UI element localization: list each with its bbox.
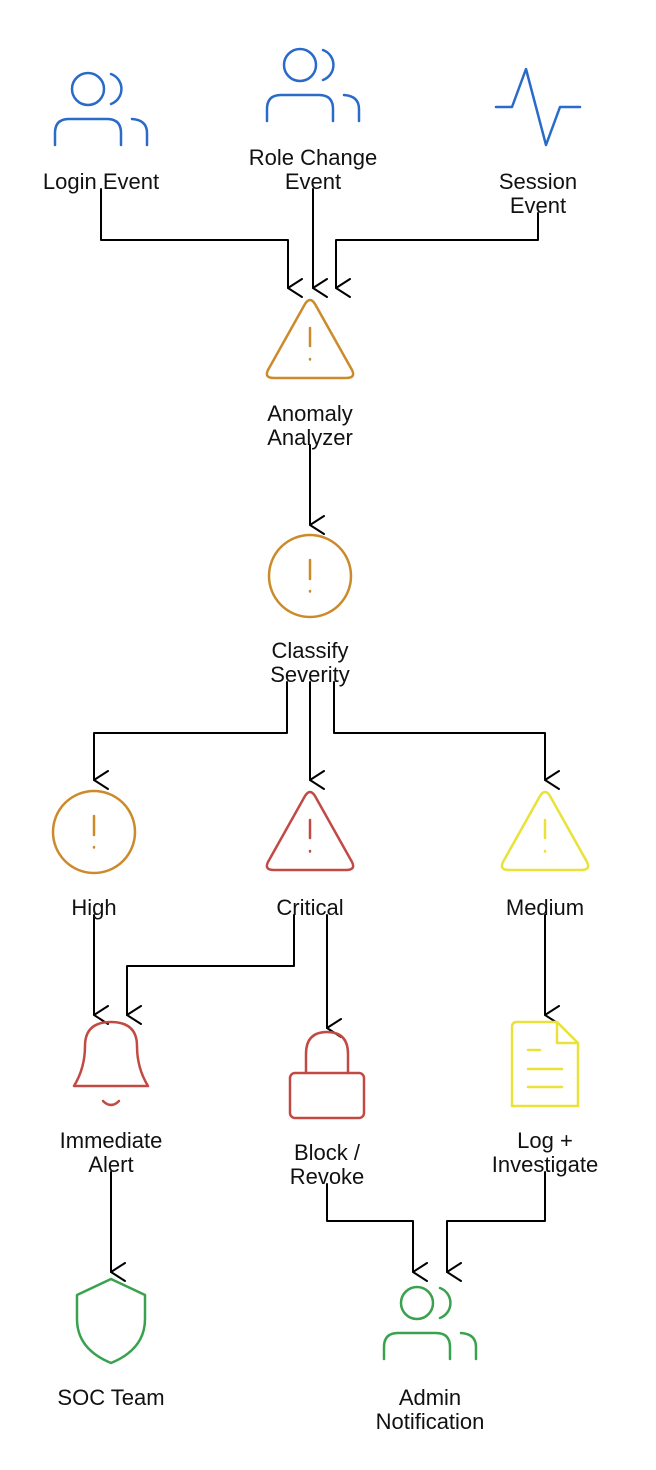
admin-notification-label-line: Admin [399, 1385, 461, 1410]
users-icon [382, 1285, 478, 1361]
block-revoke-label: Block /Revoke [290, 1140, 365, 1189]
warning-triangle-icon [265, 790, 355, 872]
login-event-label-line: Login Event [43, 169, 159, 194]
node-log-investigate: Log +Investigate [492, 1020, 598, 1177]
log-investigate-label-line: Investigate [492, 1152, 598, 1177]
critical-label: Critical [276, 895, 343, 920]
node-block-revoke: Block /Revoke [288, 1030, 366, 1189]
node-medium: Medium [500, 790, 590, 920]
shield-icon [75, 1277, 147, 1365]
role-change-event-label-line: Event [285, 169, 341, 194]
node-high: High [51, 789, 137, 920]
users-icon [265, 47, 361, 123]
edges-layer [93, 188, 560, 1282]
high-label: High [71, 895, 116, 920]
warning-triangle-icon [500, 790, 590, 872]
file-text-icon [510, 1020, 580, 1108]
classify-severity-label-line: Severity [270, 662, 349, 687]
node-soc-team: SOC Team [57, 1277, 165, 1410]
edge-session-event-to-anomaly-analyzer [335, 212, 539, 298]
classify-severity-label-line: Classify [271, 638, 348, 663]
session-event-label-line: Event [510, 193, 566, 218]
log-investigate-label: Log +Investigate [492, 1128, 598, 1177]
medium-label: Medium [506, 895, 584, 920]
soc-team-label-line: SOC Team [57, 1385, 164, 1410]
login-event-label: Login Event [43, 169, 159, 194]
log-investigate-label-line: Log + [517, 1128, 573, 1153]
edge-block-revoke-to-admin-notification [326, 1183, 428, 1282]
lock-icon [288, 1030, 366, 1120]
role-change-event-label-line: Role Change [249, 145, 377, 170]
admin-notification-label-line: Notification [376, 1409, 485, 1434]
alert-circle-icon [51, 789, 137, 875]
block-revoke-label-line: Revoke [290, 1164, 365, 1189]
session-event-label-line: Session [499, 169, 577, 194]
activity-icon [494, 67, 582, 147]
critical-label-line: Critical [276, 895, 343, 920]
soc-team-label: SOC Team [57, 1385, 164, 1410]
edge-log-investigate-to-admin-notification [446, 1171, 546, 1282]
medium-label-line: Medium [506, 895, 584, 920]
warning-triangle-icon [265, 298, 355, 380]
edge-critical-to-immediate-alert [126, 914, 295, 1025]
node-login-event: Login Event [43, 71, 159, 194]
immediate-alert-label-line: Immediate [60, 1128, 163, 1153]
users-icon [53, 71, 149, 147]
block-revoke-label-line: Block / [294, 1140, 361, 1165]
edge-login-event-to-anomaly-analyzer [100, 188, 303, 298]
node-critical: Critical [265, 790, 355, 920]
edge-classify-severity-to-medium [333, 681, 560, 790]
immediate-alert-label-line: Alert [88, 1152, 133, 1177]
anomaly-analyzer-label-line: Analyzer [267, 425, 353, 450]
bell-icon [72, 1020, 150, 1107]
high-label-line: High [71, 895, 116, 920]
alert-circle-icon [267, 533, 353, 619]
edge-classify-severity-to-high [93, 681, 288, 790]
anomaly-analyzer-label-line: Anomaly [267, 401, 353, 426]
